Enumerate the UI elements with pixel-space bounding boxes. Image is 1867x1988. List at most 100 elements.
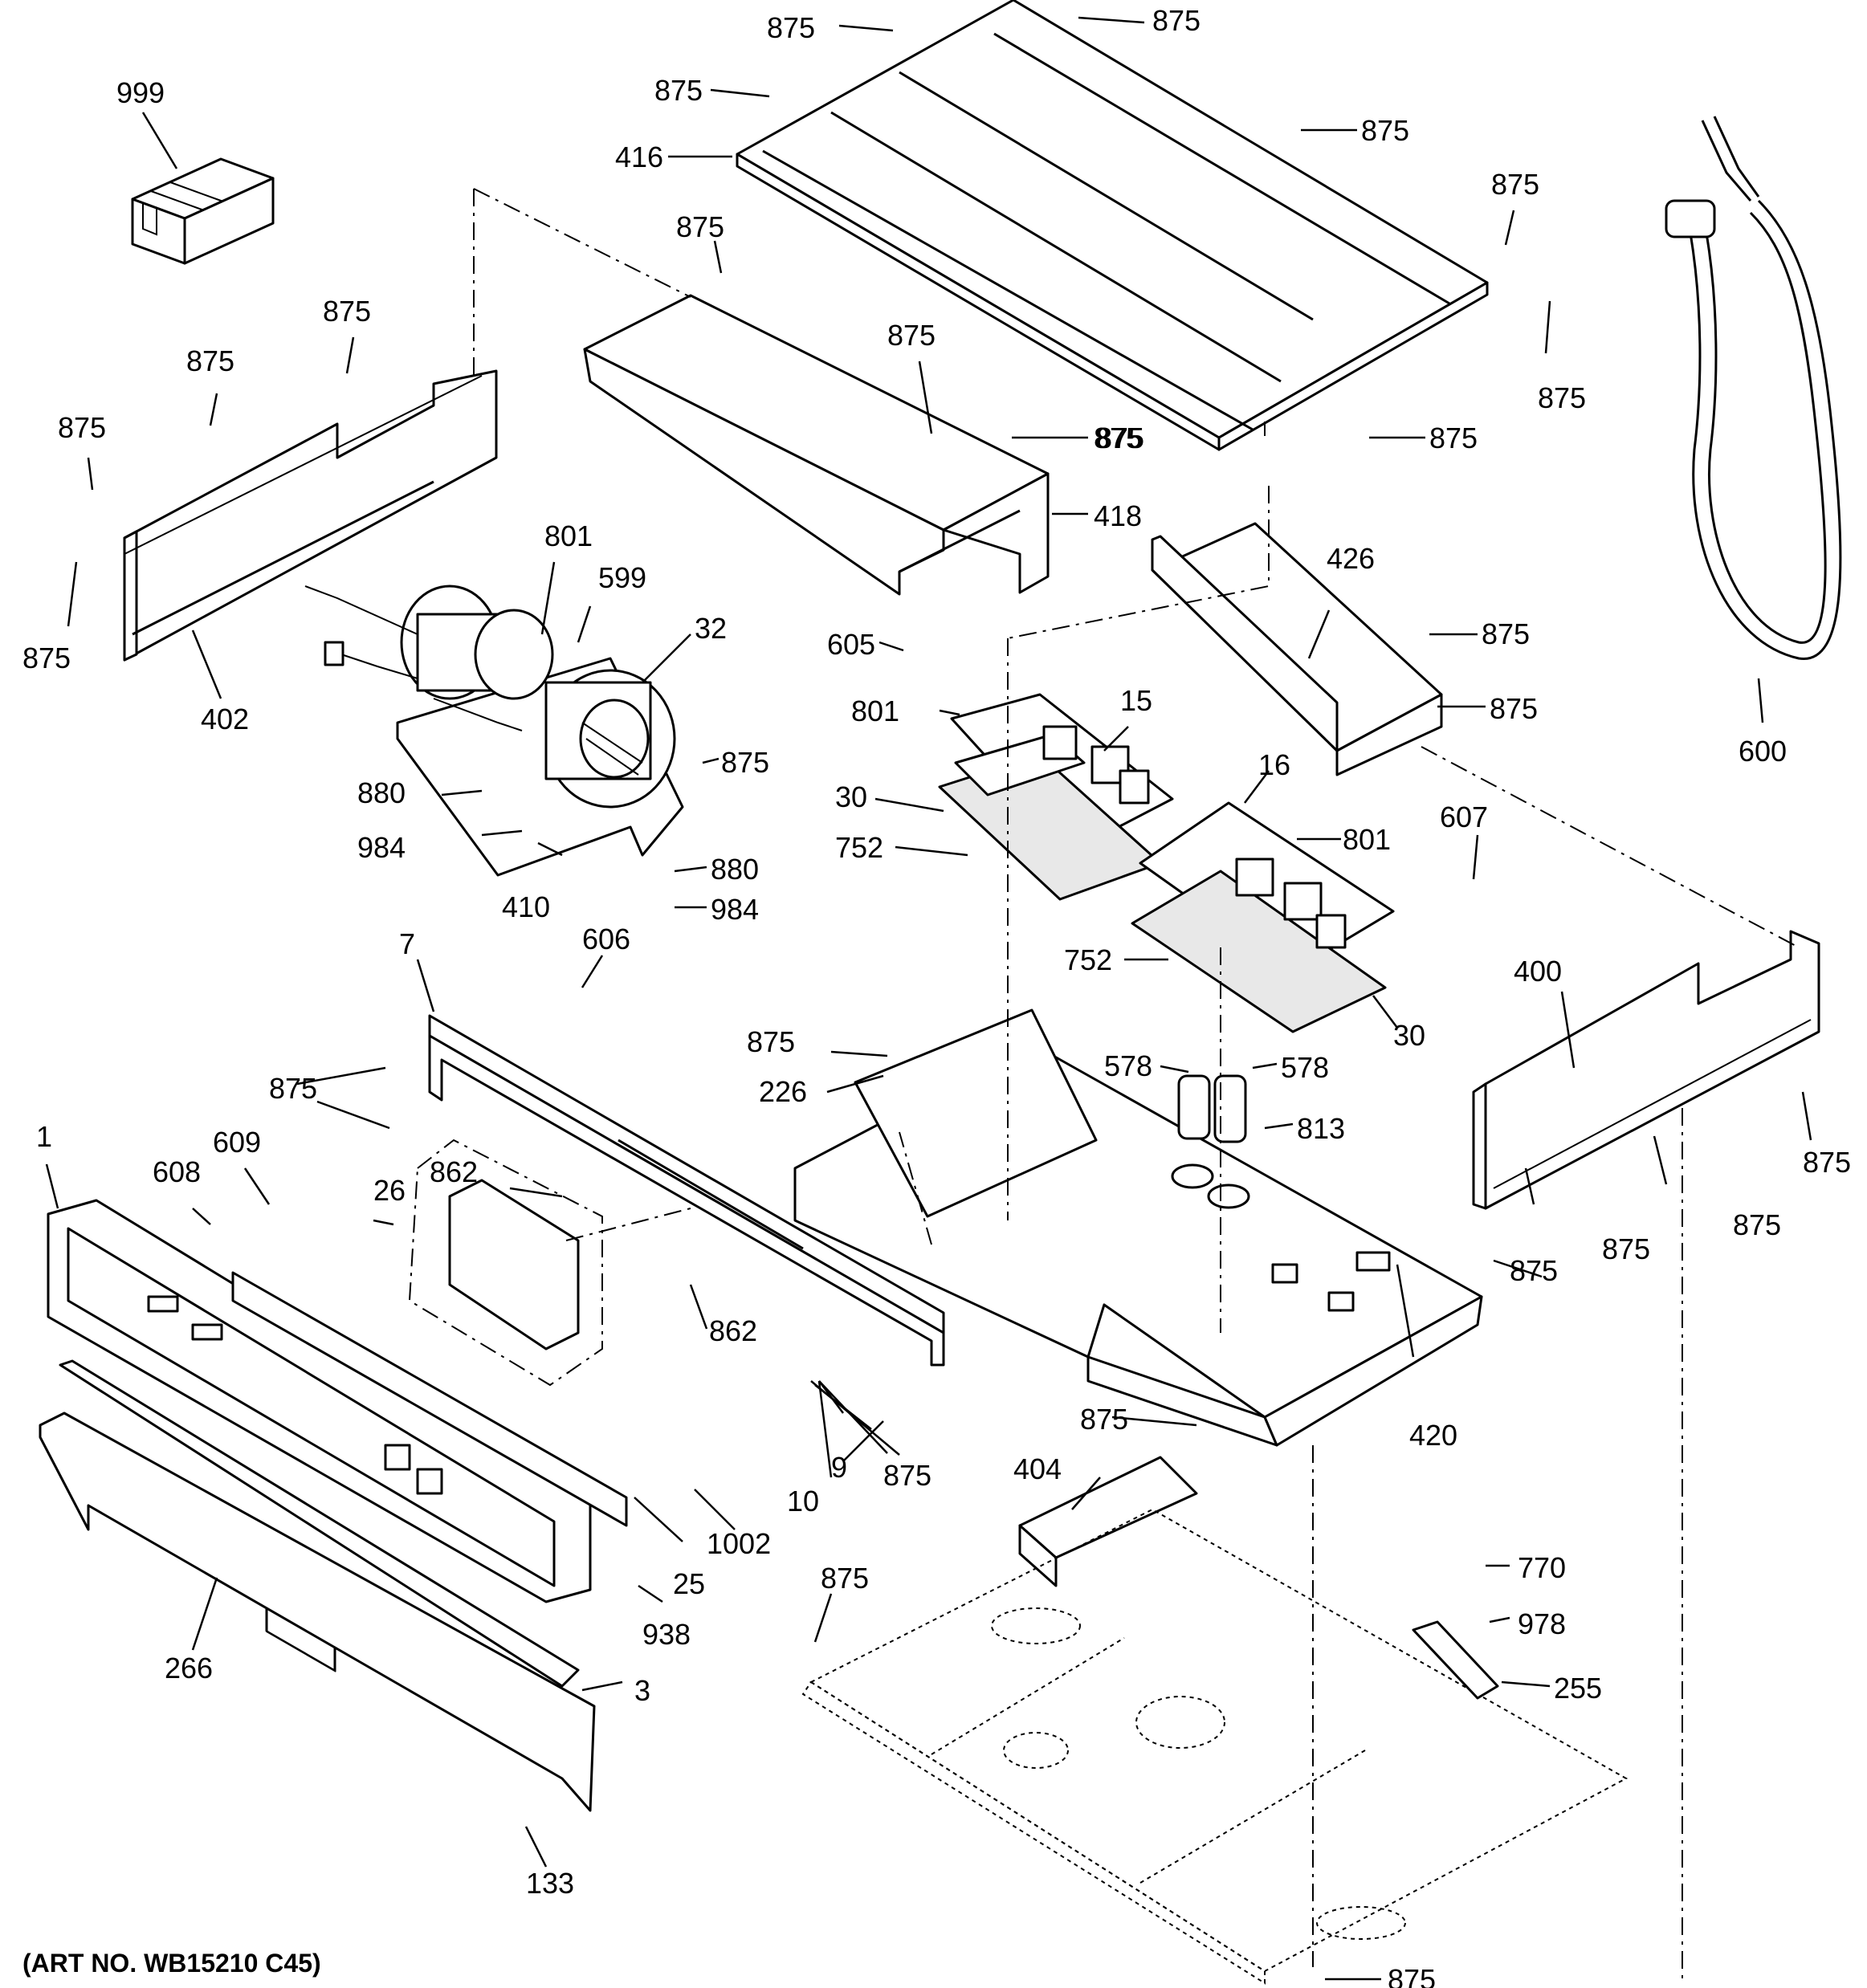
- callout-984: 984: [711, 893, 759, 926]
- callout-880: 880: [711, 853, 759, 886]
- callout-16: 16: [1258, 748, 1290, 781]
- callout-32: 32: [695, 612, 727, 645]
- callout-26: 26: [373, 1174, 406, 1207]
- callout-1002: 1002: [707, 1527, 771, 1560]
- callout-875: 875: [1491, 168, 1539, 201]
- callout-416: 416: [615, 141, 663, 173]
- callout-770: 770: [1518, 1551, 1566, 1584]
- callout-30: 30: [1393, 1019, 1425, 1052]
- callout-862: 862: [430, 1155, 478, 1188]
- part-600-hose: [1665, 116, 1842, 660]
- callout-984: 984: [357, 831, 406, 864]
- callout-10: 10: [787, 1485, 819, 1517]
- callout-418: 418: [1094, 499, 1142, 532]
- callout-801: 801: [544, 519, 593, 552]
- callout-402: 402: [201, 703, 249, 735]
- part-26-dashed-pcb: [408, 1139, 603, 1387]
- callout-875: 875: [269, 1072, 317, 1105]
- part-418-cover: [583, 294, 1050, 596]
- callout-7: 7: [399, 927, 415, 960]
- callout-801: 801: [851, 695, 899, 727]
- callout-875: 875: [721, 746, 769, 779]
- callout-605: 605: [827, 628, 875, 661]
- part-400-bracket: [1472, 930, 1820, 1210]
- callout-3: 3: [634, 1674, 650, 1707]
- callout-752: 752: [1064, 943, 1112, 976]
- callout-875: 875: [1080, 1403, 1128, 1436]
- callout-813: 813: [1297, 1112, 1345, 1145]
- callout-875: 875: [767, 11, 815, 44]
- callout-875: 875: [676, 210, 724, 243]
- part-426-cover: [1151, 522, 1443, 776]
- callout-607: 607: [1440, 800, 1488, 833]
- callout-875: 875: [883, 1459, 931, 1492]
- callout-862: 862: [709, 1314, 757, 1347]
- callout-875: 875: [1482, 617, 1530, 650]
- callout-875: 875: [747, 1025, 795, 1058]
- callout-875: 875: [323, 295, 371, 328]
- part-7-channel: [428, 1014, 945, 1367]
- callout-875: 875: [1733, 1208, 1781, 1241]
- callout-578: 578: [1281, 1051, 1329, 1084]
- part-578-capacitors: [1177, 1074, 1247, 1143]
- callout-880: 880: [357, 776, 406, 809]
- callout-labels: 875 875 875 416 875 875 875 875 875 875 …: [22, 4, 1851, 1988]
- alignment-lines: [473, 188, 1800, 1979]
- part-416-top-panel: [736, 0, 1489, 451]
- callout-226: 226: [759, 1075, 807, 1108]
- callout-600: 600: [1739, 735, 1787, 768]
- part-32-blower: [304, 585, 684, 877]
- callout-1: 1: [36, 1120, 52, 1153]
- callout-400: 400: [1514, 955, 1562, 988]
- callout-801: 801: [1343, 823, 1391, 856]
- part-226-bracket: [854, 1008, 1098, 1218]
- callout-578: 578: [1104, 1049, 1152, 1082]
- callout-875: 875: [58, 411, 106, 444]
- part-255-terminal-block: [1412, 1620, 1499, 1700]
- callout-875: 875: [1510, 1254, 1558, 1287]
- callout-133: 133: [526, 1867, 574, 1900]
- callout-255: 255: [1554, 1672, 1602, 1705]
- callout-875: 875: [887, 319, 936, 352]
- callout-875: 875: [821, 1562, 869, 1595]
- callout-266: 266: [165, 1652, 213, 1685]
- part-3-strip: [59, 1359, 580, 1688]
- callout-875: 875: [186, 344, 234, 377]
- callout-875: 875: [22, 642, 71, 674]
- callout-875: 875: [654, 74, 703, 107]
- callout-606: 606: [582, 923, 630, 955]
- callout-875: 875: [1429, 422, 1478, 454]
- callout-875: 875: [1152, 4, 1201, 37]
- callout-599: 599: [598, 561, 646, 594]
- callout-875: 875: [1803, 1146, 1851, 1179]
- callout-15: 15: [1120, 684, 1152, 717]
- callout-875: 875: [1538, 381, 1586, 414]
- callout-426: 426: [1327, 542, 1375, 575]
- callout-608: 608: [153, 1155, 201, 1188]
- callout-404: 404: [1013, 1452, 1062, 1485]
- callout-875: 875: [1094, 422, 1142, 454]
- part-15-board: [938, 693, 1174, 901]
- callout-999: 999: [116, 76, 165, 109]
- callout-875: 875: [1602, 1232, 1650, 1265]
- base-plate-outline: [801, 1508, 1629, 1985]
- callout-875: 875: [1361, 114, 1409, 147]
- callout-875: 875: [1096, 422, 1144, 454]
- part-25-bracket: [231, 1271, 628, 1527]
- part-266-trim: [39, 1412, 596, 1812]
- callout-9: 9: [831, 1451, 847, 1484]
- part-402-bracket: [123, 369, 498, 662]
- callout-30: 30: [835, 780, 867, 813]
- part-16-board: [1131, 801, 1395, 1033]
- part-404-duct: [1018, 1456, 1198, 1587]
- callout-875: 875: [1490, 692, 1538, 725]
- callout-875: 875: [1388, 1963, 1436, 1988]
- callout-978: 978: [1518, 1607, 1566, 1640]
- callout-609: 609: [213, 1126, 261, 1159]
- leader-lines: [45, 16, 1812, 1981]
- callout-752: 752: [835, 831, 883, 864]
- callout-410: 410: [502, 890, 550, 923]
- callout-25: 25: [673, 1567, 705, 1600]
